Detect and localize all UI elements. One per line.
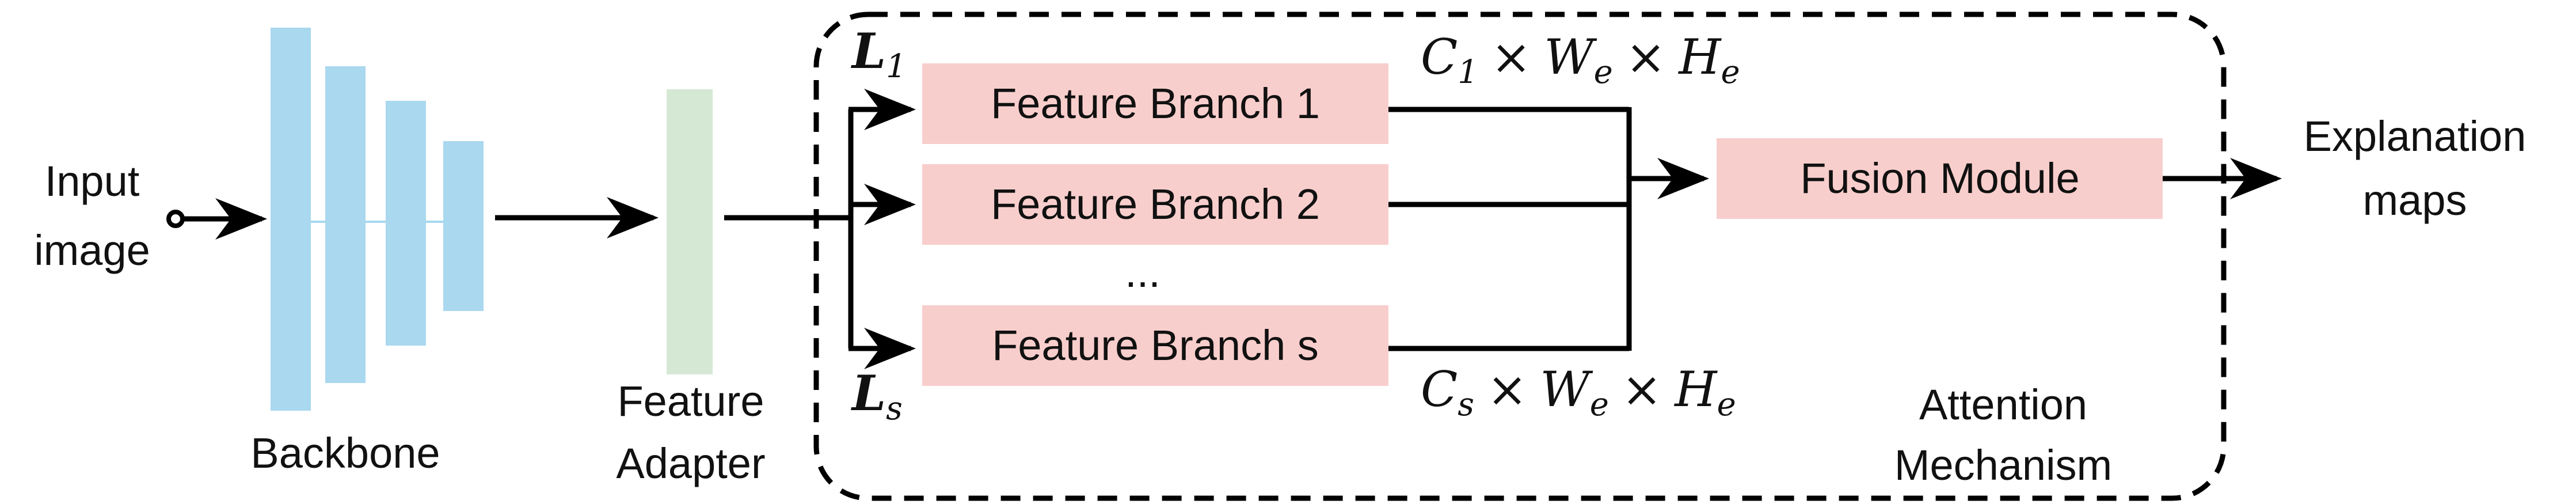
branches-ellipsis: ... [1125,248,1160,296]
input-label-line2: image [34,226,150,274]
feature-adapter-block [667,89,713,374]
attention-label-line2: Mechanism [1894,441,2112,489]
feature-branch-1-box [922,63,1388,144]
feature-branch-2-label: Feature Branch 2 [991,180,1320,228]
output-label-line1: Explanation [2304,112,2526,160]
dim-label-branch-s: Cs×We×He [1421,361,1736,423]
feature-branch-2-box [922,164,1388,245]
attention-mechanism-box [813,12,2227,501]
feature-branch-1-label: Feature Branch 1 [991,79,1320,127]
backbone-layer-2 [325,66,366,383]
label-L1: L1 [851,22,907,85]
adapter-label-line1: Feature [617,377,764,425]
backbone-block [271,28,484,411]
label-Ls: Ls [851,365,903,427]
input-terminal-circle [166,210,185,228]
output-label-line2: maps [2363,176,2467,224]
backbone-layer-4 [443,141,484,311]
adapter-label-line2: Adapter [616,439,765,487]
backbone-layer-1 [271,28,311,411]
fusion-module-box [1717,138,2163,219]
dim-label-branch-1: C1×We×He [1421,29,1740,91]
feature-branch-s-label: Feature Branch s [992,321,1319,369]
backbone-label: Backbone [250,429,440,477]
input-label-line1: Input [45,157,140,205]
attention-label-line1: Attention [1919,381,2087,429]
feature-branch-s-box [922,305,1388,386]
fusion-module-label: Fusion Module [1800,154,2079,202]
backbone-layer-3 [386,101,426,346]
